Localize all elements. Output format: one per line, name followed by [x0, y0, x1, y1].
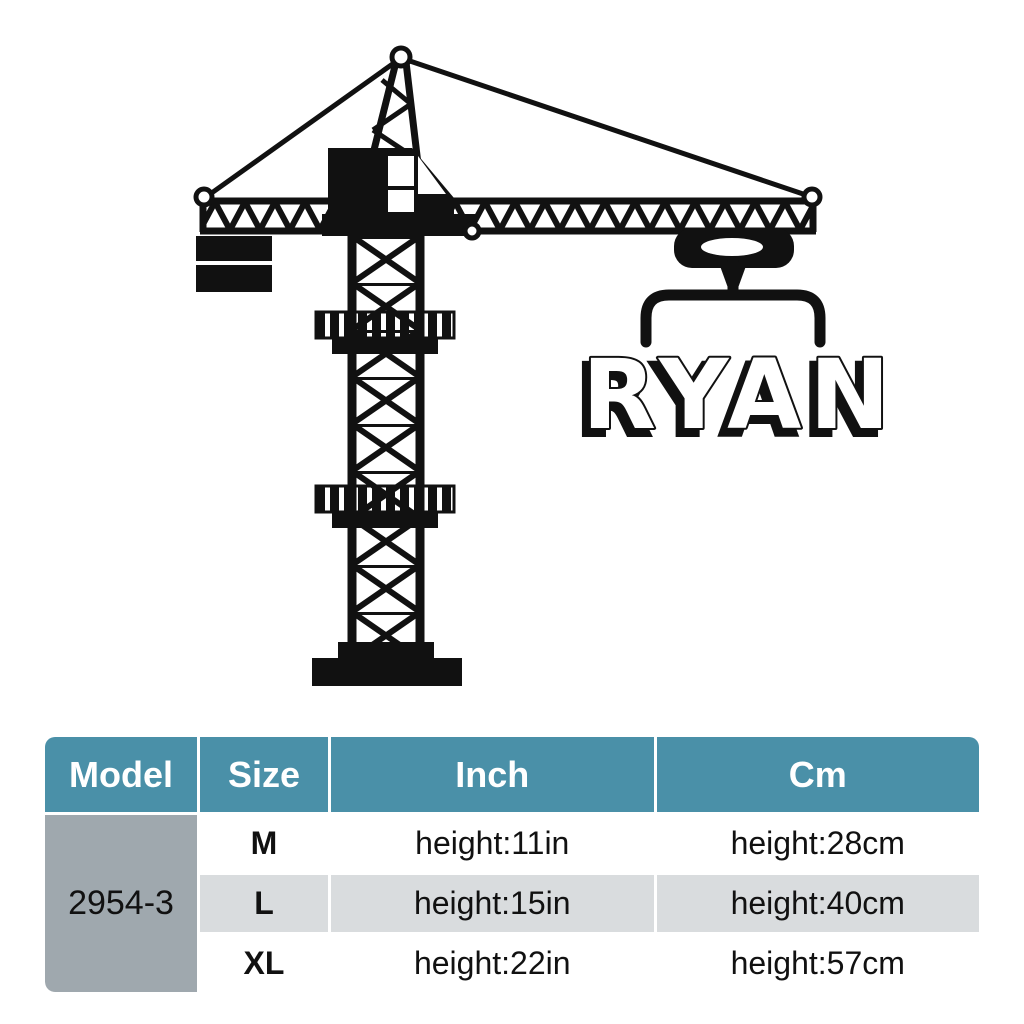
cm-cell-l: height:40cm: [656, 875, 979, 932]
cm-cell-m: height:28cm: [656, 815, 979, 872]
cm-cell-xl: height:57cm: [656, 935, 979, 992]
inch-cell-l: height:15in: [331, 875, 654, 932]
model-number-cell: 2954-3: [45, 815, 197, 992]
crane-mast: [347, 198, 425, 652]
name-text-shadow: RYAN: [576, 345, 892, 457]
size-cell-xl: XL: [200, 935, 328, 992]
crane-platform-upper: [314, 310, 456, 354]
header-inch: Inch: [331, 737, 654, 812]
crane-jib: [199, 197, 817, 235]
name-text-face: RYAN: [582, 339, 898, 451]
crane-platform-lower: [314, 484, 456, 528]
name-text: RYAN RYAN: [573, 337, 898, 460]
size-cell-m: M: [200, 815, 328, 872]
header-cm: Cm: [656, 737, 979, 812]
crane-pivot-circles: [193, 45, 823, 241]
inch-cell-m: height:11in: [331, 815, 654, 872]
crane-svg: RYAN RYAN: [193, 45, 898, 686]
header-model: Model: [45, 737, 197, 812]
name-hanger: [640, 256, 826, 348]
crane-counterweight: [196, 236, 272, 292]
crane-base: [312, 642, 462, 686]
inch-cell-xl: height:22in: [331, 935, 654, 992]
crane-cables: [204, 55, 813, 200]
crane-cab: [322, 148, 476, 236]
size-cell-l: L: [200, 875, 328, 932]
size-table: Model Size Inch Cm 2954-3 M height:11in …: [45, 737, 979, 992]
crane-illustration: RYAN RYAN: [193, 45, 898, 686]
header-size: Size: [200, 737, 328, 812]
